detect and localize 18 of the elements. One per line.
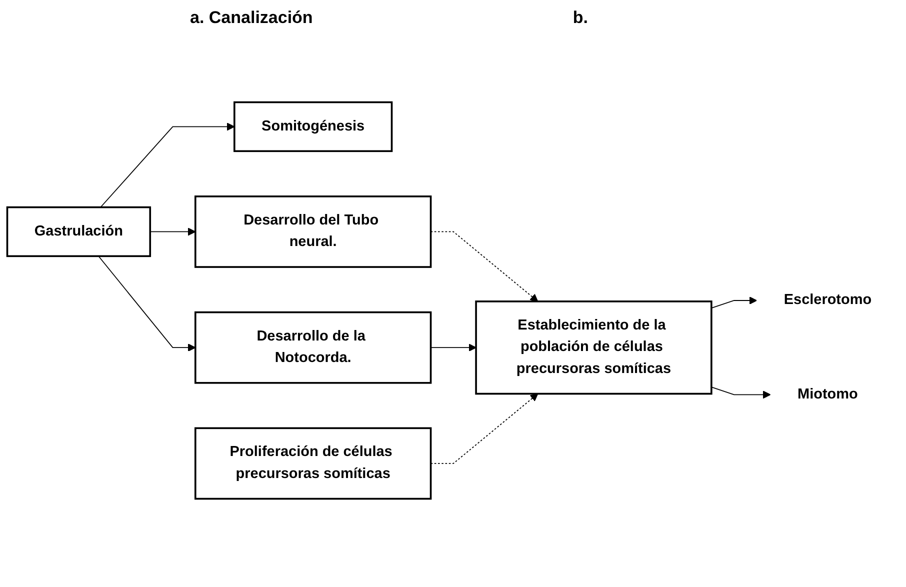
node-text: Esclerotomo <box>784 292 872 308</box>
node-box: Somitogénesis <box>234 101 393 152</box>
node-box: Desarrollo de la Notocorda. <box>194 311 432 384</box>
node-box: Establecimiento de la población de células precursoras somíticas <box>475 300 712 395</box>
panel-label: a. Canalización <box>190 8 313 28</box>
arrow <box>430 231 538 302</box>
arrow <box>98 256 196 352</box>
panel-label: b. <box>572 8 588 28</box>
arrow <box>710 296 758 309</box>
node-box: Desarrollo del Tubo neural. <box>194 195 432 268</box>
arrow <box>150 228 196 236</box>
arrow <box>430 344 476 352</box>
node-box: Proliferación de células precursoras somíticas <box>194 427 432 500</box>
arrow <box>710 386 771 399</box>
arrow <box>100 122 235 208</box>
arrow <box>430 393 538 464</box>
node-box: Gastrulación <box>6 206 152 258</box>
node-text: Miotomo <box>798 386 858 402</box>
